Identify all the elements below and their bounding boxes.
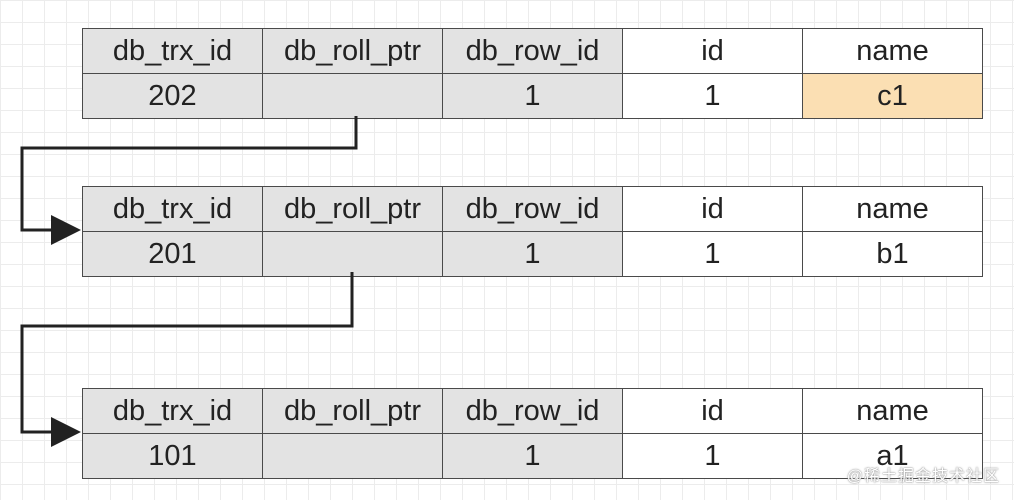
- value-row: 202 1 1 c1: [82, 73, 983, 119]
- header-row: db_trx_id db_roll_ptr db_row_id id name: [82, 28, 983, 74]
- cell-db-row-id: 1: [442, 231, 623, 277]
- cell-db-row-id: 1: [442, 73, 623, 119]
- cell-id: 1: [622, 433, 803, 479]
- cell-id: 1: [622, 73, 803, 119]
- header-name: name: [802, 388, 983, 434]
- version-record-1: db_trx_id db_roll_ptr db_row_id id name …: [82, 28, 983, 119]
- cell-db-row-id: 1: [442, 433, 623, 479]
- header-name: name: [802, 28, 983, 74]
- value-row: 101 1 1 a1: [82, 433, 983, 479]
- header-id: id: [622, 28, 803, 74]
- header-name: name: [802, 186, 983, 232]
- cell-name: a1: [802, 433, 983, 479]
- cell-db-trx-id: 202: [82, 73, 263, 119]
- header-db-row-id: db_row_id: [442, 388, 623, 434]
- header-row: db_trx_id db_roll_ptr db_row_id id name: [82, 388, 983, 434]
- cell-db-trx-id: 101: [82, 433, 263, 479]
- header-id: id: [622, 186, 803, 232]
- header-id: id: [622, 388, 803, 434]
- cell-id: 1: [622, 231, 803, 277]
- value-row: 201 1 1 b1: [82, 231, 983, 277]
- cell-name: c1: [802, 73, 983, 119]
- header-db-trx-id: db_trx_id: [82, 186, 263, 232]
- header-db-trx-id: db_trx_id: [82, 388, 263, 434]
- header-db-row-id: db_row_id: [442, 28, 623, 74]
- header-row: db_trx_id db_roll_ptr db_row_id id name: [82, 186, 983, 232]
- watermark: @稀土掘金技术社区: [846, 468, 1000, 485]
- header-db-roll-ptr: db_roll_ptr: [262, 388, 443, 434]
- header-db-roll-ptr: db_roll_ptr: [262, 28, 443, 74]
- version-record-2: db_trx_id db_roll_ptr db_row_id id name …: [82, 186, 983, 277]
- cell-db-roll-ptr: [262, 231, 443, 277]
- cell-name: b1: [802, 231, 983, 277]
- header-db-trx-id: db_trx_id: [82, 28, 263, 74]
- cell-db-trx-id: 201: [82, 231, 263, 277]
- cell-db-roll-ptr: [262, 433, 443, 479]
- cell-db-roll-ptr: [262, 73, 443, 119]
- header-db-roll-ptr: db_roll_ptr: [262, 186, 443, 232]
- header-db-row-id: db_row_id: [442, 186, 623, 232]
